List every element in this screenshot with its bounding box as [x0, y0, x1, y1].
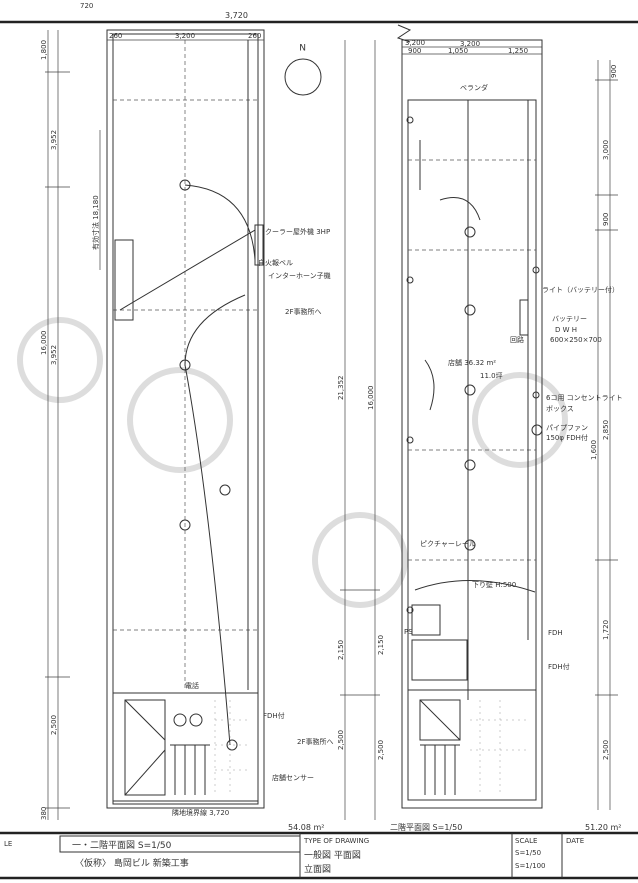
dim-mid-2500: 2,500 — [337, 730, 345, 750]
label-veranda: ベランダ — [460, 83, 488, 92]
project-name: 〈仮称〉 島岡ビル 新築工事 — [75, 857, 189, 869]
dim-mid-2150: 2,150 — [337, 640, 345, 660]
label-fdh-1: FDH — [548, 629, 563, 637]
label-to-2f-b: 2F事務所へ — [297, 737, 333, 746]
type-of-drawing-label: TYPE OF DRAWING — [303, 837, 369, 845]
label-ps: PS — [404, 628, 413, 636]
label-light: ライト（バッテリー付） — [542, 285, 619, 294]
label-shop-area: 店舗 36.32 m² — [448, 358, 496, 367]
drawing-title: 一・二階平面図 S=1/50 — [72, 840, 172, 851]
dim-mid-16000: 16,000 — [367, 386, 375, 411]
scale-label: SCALE — [515, 837, 537, 845]
dim-left-2500: 2,500 — [50, 715, 58, 735]
label-fdh: FDH付 — [263, 711, 285, 720]
dim-left-3952a: 3,952 — [50, 130, 58, 150]
label-cooler: クーラー屋外機 3HP — [265, 227, 330, 236]
label-picture-rail: ピクチャーレール — [420, 540, 476, 548]
dim-right-3000: 3,000 — [602, 140, 610, 160]
right-plan-title: 二階平面図 S=1/50 — [390, 822, 462, 832]
type-line-2: 立面図 — [304, 863, 331, 875]
north-arrow: N — [284, 41, 322, 96]
dim-left-3952b: 3,952 — [50, 345, 58, 365]
label-drop-wall: 下り壁 H:500 — [472, 580, 516, 589]
dim-right-900b: 900 — [602, 213, 610, 226]
label-fdh-2: FDH付 — [548, 662, 570, 671]
right-dim-1050: 1,050 — [448, 47, 468, 55]
label-battery-dims-head: D W H — [555, 326, 577, 334]
dim-260-left: 260 — [109, 32, 122, 40]
dim-right-2850: 2,850 — [602, 420, 610, 440]
left-floor-plan: 260 3,200 260 — [106, 29, 265, 809]
dim-left-1800: 1,800 — [40, 40, 48, 60]
title-block — [0, 831, 638, 880]
left-bottom-dimension: 隣地境界線 3,720 — [172, 808, 229, 817]
middle-dimension-chain — [340, 40, 380, 820]
right-area: 51.20 m² — [585, 823, 621, 832]
north-label: N — [299, 41, 306, 51]
dim-260-right: 260 — [248, 32, 261, 40]
label-intercom: インターホーン子機 — [268, 271, 331, 280]
dim-3200: 3,200 — [175, 32, 195, 40]
top-dimension: 3,720 — [225, 11, 248, 20]
label-to-2f-a: 2F事務所へ — [285, 307, 321, 316]
right-dim-1250: 1,250 — [508, 47, 528, 55]
label-circuit: 回路 — [510, 335, 524, 344]
right-dim-3200-label: 3,200 — [460, 40, 480, 48]
scale-value-1: S=1/50 — [515, 849, 541, 857]
right-dimension-chain — [595, 60, 618, 810]
label-bell: 自火報ベル — [258, 258, 293, 267]
label-outlet: 6コ用 コンセントライト — [546, 394, 623, 402]
right-floor-plan — [396, 24, 543, 809]
title-label: LE — [4, 840, 12, 848]
right-dim-900: 900 — [408, 47, 421, 55]
dim-left-380: 380 — [40, 807, 48, 820]
dim-right-900a: 900 — [610, 65, 618, 78]
top-left-marker: 720 — [80, 2, 93, 10]
dim-right-2500: 2,500 — [602, 740, 610, 760]
dim-left-16000: 16,000 — [40, 331, 48, 356]
dim-right-1600: 1,600 — [590, 440, 598, 460]
dim-inner: 有効寸法 18,180 — [91, 195, 100, 250]
left-dimension-chain — [45, 30, 101, 820]
label-pipefan-fdh: 150φ FDH付 — [546, 433, 588, 442]
label-phone: 電話 — [185, 681, 199, 690]
label-sensor: 店舗センサー — [272, 773, 314, 782]
date-label: DATE — [566, 837, 584, 845]
dim-right-1720: 1,720 — [602, 620, 610, 640]
label-battery-dims: 600×250×700 — [550, 336, 602, 344]
label-battery: バッテリー — [552, 315, 587, 323]
left-area: 54.08 m² — [288, 823, 324, 832]
scale-value-2: S=1/100 — [515, 862, 545, 870]
dim-right-left-2150: 2,150 — [377, 635, 385, 655]
label-tsubo: 11.0坪 — [480, 372, 503, 380]
label-pipefan: パイプファン — [546, 424, 588, 432]
dim-mid-21352: 21,352 — [337, 376, 345, 401]
dim-right-left-2500: 2,500 — [377, 740, 385, 760]
type-line-1: 一般図 平面図 — [304, 849, 361, 861]
watermark — [17, 317, 568, 608]
right-dim-3200: 3,200 — [405, 39, 425, 47]
label-outlet-box: ボックス — [546, 405, 574, 413]
